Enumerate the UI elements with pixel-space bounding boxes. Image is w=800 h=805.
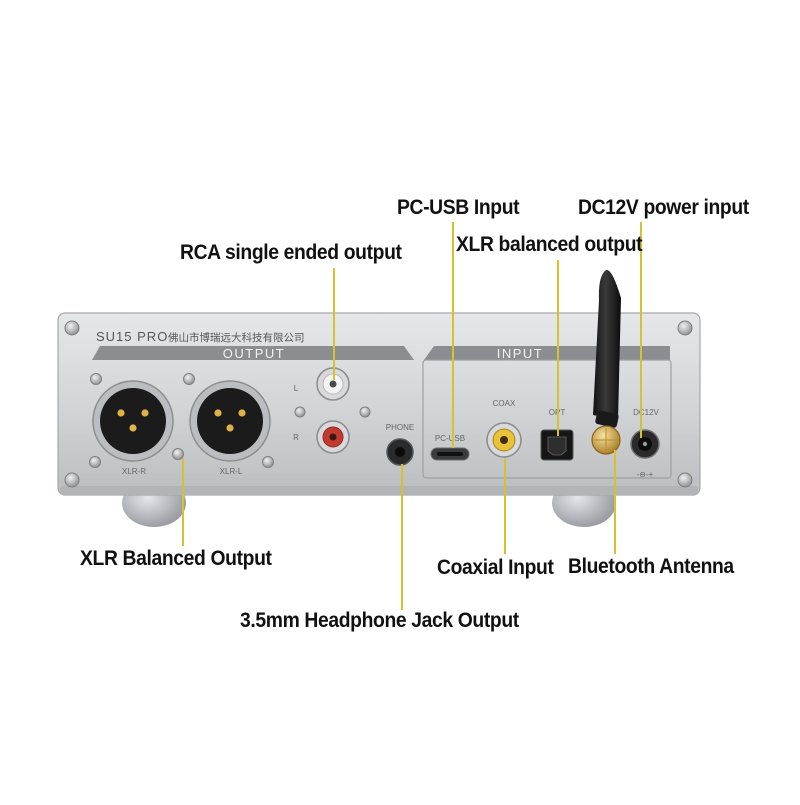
dc-power-jack <box>630 429 660 459</box>
phone-label: PHONE <box>386 423 414 432</box>
leader-xlr-out <box>557 260 559 436</box>
callout-dc12v-power-input: DC12V power input <box>578 196 749 219</box>
rca-left-jack <box>316 367 350 401</box>
leader-xlr-balanced <box>182 458 184 546</box>
polarity-label: -⊖-+ <box>637 470 654 479</box>
callout-headphone-jack-output: 3.5mm Headphone Jack Output <box>240 609 519 632</box>
leader-coaxial <box>504 458 506 554</box>
headphone-jack <box>386 438 414 466</box>
input-band <box>424 346 670 360</box>
leader-dc <box>640 222 642 438</box>
input-section-label: INPUT <box>497 346 544 361</box>
model-name: SU15 PRO <box>96 329 168 344</box>
maker-name: 佛山市博瑞远大科技有限公司 <box>168 331 305 344</box>
callout-bluetooth-antenna: Bluetooth Antenna <box>568 555 734 578</box>
rca-right-jack <box>316 420 350 454</box>
rca-left-label: L <box>294 384 299 393</box>
xlr-right-connector <box>92 380 174 462</box>
coax-label: COAX <box>493 399 516 408</box>
pc-usb-label: PC-USB <box>435 434 465 443</box>
output-section-label: OUTPUT <box>223 346 285 361</box>
rca-right-label: R <box>293 433 299 442</box>
xlr-left-connector <box>189 380 271 462</box>
callout-rca-output: RCA single ended output <box>180 241 402 264</box>
input-section-frame <box>422 359 672 479</box>
leader-rca <box>333 268 335 380</box>
callout-coaxial-input: Coaxial Input <box>437 556 554 579</box>
panel-screws <box>64 320 693 488</box>
chassis-bottom-edge <box>60 486 698 495</box>
dc-label: DC12V <box>633 408 659 417</box>
coax-jack <box>486 422 522 458</box>
usb-c-port <box>430 447 470 461</box>
callout-pc-usb-input: PC-USB Input <box>397 196 520 219</box>
xlr-l-label: XLR-L <box>220 467 243 476</box>
callout-xlr-balanced-output-top: XLR balanced output <box>456 233 643 256</box>
optical-port <box>540 429 574 461</box>
bluetooth-antenna <box>591 269 621 455</box>
leader-headphone <box>401 464 403 610</box>
xlr-r-label: XLR-R <box>122 467 146 476</box>
callout-xlr-balanced-output: XLR Balanced Output <box>80 547 272 570</box>
leader-bluetooth <box>614 450 616 554</box>
leader-pc-usb <box>452 222 454 448</box>
